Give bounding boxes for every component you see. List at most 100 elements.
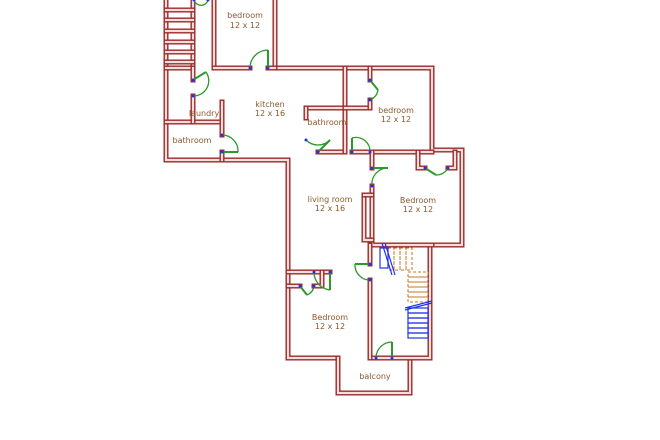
door-jamb xyxy=(191,78,195,82)
door-jamb xyxy=(312,284,316,288)
room-size-bedroom-bottom: 12 x 12 xyxy=(315,322,345,331)
door-jamb xyxy=(316,150,320,154)
door[interactable] xyxy=(350,136,372,154)
room-labels: bedroom 12 x 12 kitchen 12 x 16 laundry … xyxy=(173,11,437,381)
door-jamb xyxy=(370,184,374,188)
door-jamb xyxy=(368,278,372,282)
door[interactable] xyxy=(191,71,210,98)
door-leaf xyxy=(299,285,308,296)
door-jamb xyxy=(298,284,302,288)
door-jamb xyxy=(390,356,394,360)
door-swing-arc xyxy=(192,71,210,97)
wall-segment-inner xyxy=(336,356,412,395)
wall-segment-inner xyxy=(273,0,464,360)
door-jamb xyxy=(446,166,450,170)
room-name-bedroom-top: bedroom xyxy=(227,11,263,20)
door[interactable] xyxy=(374,341,394,360)
door-jamb xyxy=(328,270,332,274)
door-jamb xyxy=(312,270,316,274)
room-name-bedroom-right-top: bedroom xyxy=(378,106,414,115)
door[interactable] xyxy=(423,166,450,176)
door-jamb xyxy=(220,133,224,137)
stair-step-up xyxy=(399,247,407,271)
stair-step-down xyxy=(407,322,429,329)
door[interactable] xyxy=(370,166,389,188)
room-name-laundry: laundry xyxy=(189,109,220,118)
room-size-bedroom-right-top: 12 x 12 xyxy=(381,115,411,124)
doors xyxy=(191,0,450,360)
room-name-bathroom-center: bathroom xyxy=(308,118,347,127)
door-jamb xyxy=(266,66,270,70)
door-swing-arc xyxy=(354,263,371,281)
stair-step-up xyxy=(393,247,401,271)
stair-step-up xyxy=(407,271,429,278)
door-jamb xyxy=(423,166,427,170)
room-size-kitchen: 12 x 16 xyxy=(255,109,285,118)
stair-break-line xyxy=(404,300,433,309)
room-size-bedroom-top: 12 x 12 xyxy=(230,21,260,30)
door-jamb xyxy=(370,166,374,170)
door-jamb xyxy=(374,356,378,360)
wall-segment xyxy=(369,183,435,248)
stair-step-up xyxy=(407,296,429,303)
stair-step-up xyxy=(407,291,429,298)
door-leaf xyxy=(192,71,207,81)
room-name-living-room: living room xyxy=(308,195,353,204)
door-swing-arc xyxy=(371,167,389,187)
door-jamb xyxy=(304,138,308,142)
door-swing-arc xyxy=(375,341,393,359)
room-size-bedroom-right: 12 x 12 xyxy=(403,205,433,214)
wall-segment-inner xyxy=(370,184,434,247)
wall-segment-inner xyxy=(446,150,457,170)
door-jamb xyxy=(368,78,372,82)
door[interactable] xyxy=(304,138,331,154)
room-name-balcony: balcony xyxy=(359,372,391,381)
room-name-bedroom-bottom: Bedroom xyxy=(312,313,348,322)
door-jamb xyxy=(350,150,354,154)
stair-step-down xyxy=(407,317,429,324)
stair-break-line xyxy=(384,242,396,276)
door-swing-arc xyxy=(351,136,371,153)
staircase xyxy=(379,242,433,339)
wall-segment-inner xyxy=(312,270,324,288)
room-name-bedroom-right: Bedroom xyxy=(400,196,436,205)
door[interactable] xyxy=(354,262,372,282)
door-swing-arc xyxy=(221,134,239,153)
room-name-bathroom-left: bathroom xyxy=(173,136,212,145)
wall-segment-inner xyxy=(362,193,374,242)
door-jamb xyxy=(191,94,195,98)
door[interactable] xyxy=(368,78,379,102)
door-jamb xyxy=(248,66,252,70)
room-name-kitchen: kitchen xyxy=(255,100,284,109)
door-swing-arc xyxy=(313,271,331,291)
door-jamb xyxy=(206,0,210,2)
door-jamb xyxy=(192,0,196,2)
door-jamb xyxy=(368,98,372,102)
door-swing-arc xyxy=(193,0,209,6)
door-swing-arc xyxy=(249,49,269,69)
door-leaf xyxy=(369,79,379,91)
walls xyxy=(163,0,465,396)
door-jamb xyxy=(368,262,372,266)
wall-segment-inner xyxy=(416,150,427,170)
door[interactable] xyxy=(248,49,270,70)
stair-break-line xyxy=(381,242,393,276)
stair-step-down xyxy=(407,312,429,319)
stair-step-up xyxy=(407,286,429,293)
door-jamb xyxy=(220,150,224,154)
door-jamb xyxy=(368,150,372,154)
room-size-living-room: 12 x 16 xyxy=(315,204,345,213)
door[interactable] xyxy=(312,270,332,291)
stair-step-up xyxy=(407,281,429,288)
stair-step-up xyxy=(407,276,429,283)
stair-step-up xyxy=(405,247,413,271)
door[interactable] xyxy=(220,133,239,154)
door-leaf xyxy=(424,167,437,176)
door-swing-arc xyxy=(305,139,331,146)
door[interactable] xyxy=(192,0,210,6)
door[interactable] xyxy=(298,284,316,296)
stair-step-down xyxy=(407,327,429,334)
stair-break-line xyxy=(404,302,433,311)
